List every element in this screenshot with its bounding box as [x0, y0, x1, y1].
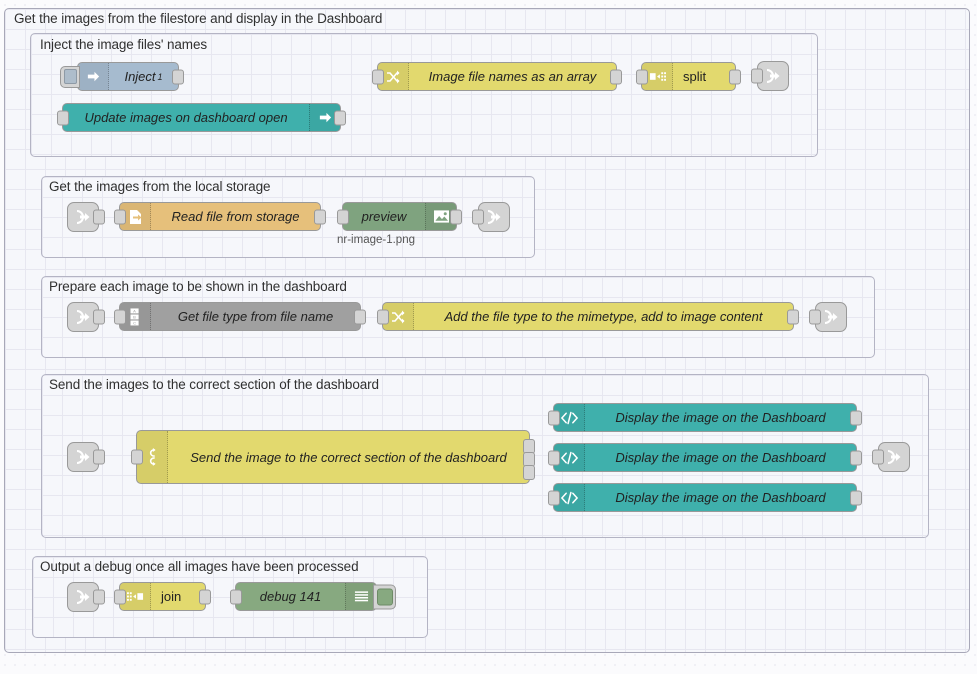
- link-out-icon: [824, 310, 838, 324]
- port-out[interactable]: [172, 69, 184, 84]
- link-out-icon: [887, 450, 901, 464]
- port-out[interactable]: [610, 69, 622, 84]
- node-preview-sublabel: nr-image-1.png: [337, 234, 415, 246]
- port-in[interactable]: [372, 69, 384, 84]
- port-in[interactable]: [751, 68, 763, 84]
- node-join[interactable]: join: [114, 582, 211, 611]
- port-in[interactable]: [337, 209, 349, 224]
- node-file-read-label: Read file from storage: [171, 209, 300, 224]
- group-debug-label: Output a debug once all images have been…: [40, 559, 359, 574]
- port-out[interactable]: [199, 589, 211, 604]
- group-outer-label: Get the images from the filestore and di…: [14, 11, 383, 26]
- port-out-3[interactable]: [523, 465, 535, 480]
- port-out[interactable]: [93, 209, 105, 225]
- port-in[interactable]: [377, 309, 389, 324]
- port-out[interactable]: [93, 309, 105, 325]
- port-in[interactable]: [114, 589, 126, 604]
- node-switch-section-label: Send the image to the correct section of…: [190, 449, 507, 465]
- node-link-in-5[interactable]: [67, 582, 105, 612]
- group-storage-label: Get the images from the local storage: [49, 179, 271, 194]
- debug-toggle-button[interactable]: [373, 584, 396, 609]
- node-change-mimetype[interactable]: Add the file type to the mimetype, add t…: [377, 302, 799, 331]
- node-link-out-4[interactable]: [872, 442, 910, 472]
- node-display-1-label: Display the image on the Dashboard: [615, 410, 826, 425]
- port-in[interactable]: [230, 589, 242, 604]
- node-display-3[interactable]: Display the image on the Dashboard: [548, 483, 862, 512]
- port-in[interactable]: [636, 69, 648, 84]
- port-out[interactable]: [334, 110, 346, 125]
- port-out[interactable]: [314, 209, 326, 224]
- code-tag-icon: [554, 484, 585, 511]
- port-in[interactable]: [131, 449, 143, 465]
- node-link-out-3[interactable]: [809, 302, 847, 332]
- node-link-out-2[interactable]: [472, 202, 510, 232]
- port-in[interactable]: [872, 449, 884, 465]
- debug-list-icon: [345, 583, 376, 610]
- port-out[interactable]: [450, 209, 462, 224]
- svg-text:C: C: [133, 320, 136, 325]
- port-out[interactable]: [354, 309, 366, 324]
- inject-trigger-button[interactable]: [60, 65, 80, 88]
- node-change-mimetype-label: Add the file type to the mimetype, add t…: [444, 309, 763, 324]
- link-in-icon: [76, 310, 90, 324]
- port-in[interactable]: [809, 309, 821, 325]
- port-in[interactable]: [114, 309, 126, 324]
- node-switch-section[interactable]: Send the image to the correct section of…: [131, 430, 535, 484]
- port-out[interactable]: [850, 410, 862, 425]
- inject-arrow-icon: [78, 63, 109, 90]
- node-debug-label: debug 141: [259, 589, 322, 604]
- node-join-label: join: [161, 589, 182, 604]
- node-ui-control-label: Update images on dashboard open: [84, 110, 288, 125]
- port-in[interactable]: [57, 110, 69, 125]
- image-icon: [425, 203, 456, 230]
- link-in-icon: [76, 210, 90, 224]
- port-in[interactable]: [548, 490, 560, 505]
- node-link-in-2[interactable]: [67, 202, 105, 232]
- port-in[interactable]: [548, 410, 560, 425]
- port-out[interactable]: [850, 450, 862, 465]
- node-preview-label: preview: [361, 209, 407, 224]
- node-display-2-label: Display the image on the Dashboard: [615, 450, 826, 465]
- group-prepare-label: Prepare each image to be shown in the da…: [49, 279, 347, 294]
- node-ui-control[interactable]: Update images on dashboard open: [57, 103, 346, 132]
- node-change-array-label: Image file names as an array: [428, 69, 597, 84]
- group-inject-label: Inject the image files' names: [40, 37, 208, 52]
- node-file-read[interactable]: Read file from storage: [114, 202, 326, 231]
- group-inject[interactable]: [30, 33, 818, 157]
- group-send-label: Send the images to the correct section o…: [49, 377, 379, 392]
- port-out[interactable]: [93, 449, 105, 465]
- port-in[interactable]: [114, 209, 126, 224]
- node-template-type-label: Get file type from file name: [177, 309, 334, 324]
- node-link-out-1[interactable]: [751, 61, 789, 91]
- node-display-3-label: Display the image on the Dashboard: [615, 490, 826, 505]
- port-in[interactable]: [548, 450, 560, 465]
- link-out-icon: [487, 210, 501, 224]
- node-preview[interactable]: preview: [337, 202, 462, 231]
- svg-text:B: B: [133, 314, 136, 319]
- link-out-icon: [766, 69, 780, 83]
- port-out[interactable]: [93, 589, 105, 605]
- node-change-array[interactable]: Image file names as an array: [372, 62, 622, 91]
- port-out[interactable]: [729, 69, 741, 84]
- svg-text:A: A: [133, 308, 136, 313]
- port-out[interactable]: [787, 309, 799, 324]
- node-display-2[interactable]: Display the image on the Dashboard: [548, 443, 862, 472]
- node-debug[interactable]: debug 141: [230, 582, 396, 611]
- port-in[interactable]: [472, 209, 484, 225]
- port-out[interactable]: [850, 490, 862, 505]
- link-in-icon: [76, 590, 90, 604]
- link-in-icon: [76, 450, 90, 464]
- node-link-in-3[interactable]: [67, 302, 105, 332]
- node-template-type[interactable]: A B C Get file type from file name: [114, 302, 366, 331]
- node-link-in-4[interactable]: [67, 442, 105, 472]
- node-display-1[interactable]: Display the image on the Dashboard: [548, 403, 862, 432]
- node-split-label: split: [683, 69, 707, 84]
- node-split[interactable]: split: [636, 62, 741, 91]
